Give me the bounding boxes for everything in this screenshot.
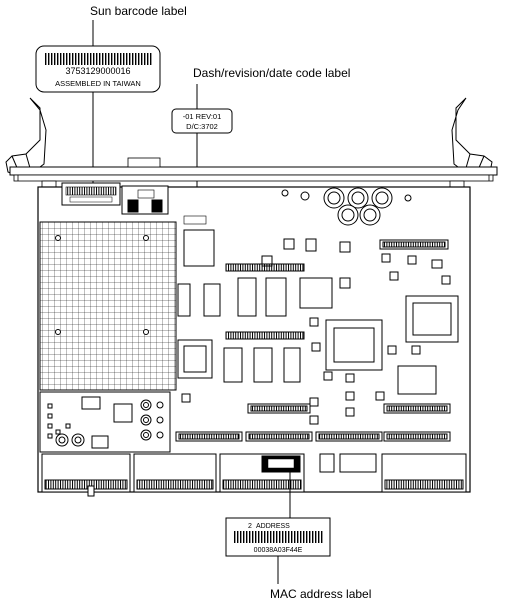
- sun-barcode-label: 3753129000016 ASSEMBLED IN TAIWAN: [35, 45, 161, 93]
- mac-label-heading: ADDRESS: [256, 523, 290, 530]
- rev-line2: D/C:3702: [186, 122, 218, 131]
- top-rail: [9, 157, 498, 188]
- heatsink-grid: [39, 221, 177, 391]
- mac-barcode-icon: [234, 531, 324, 543]
- capacitor-cluster: [281, 187, 412, 226]
- processor-chips: [177, 295, 459, 395]
- barcode-icon: [44, 53, 152, 65]
- right-ejector-handle: [451, 97, 493, 177]
- left-ejector-handle: [5, 97, 47, 177]
- mac-address-callout: MAC address label: [270, 587, 372, 601]
- front-panel-connectors: [61, 182, 207, 225]
- sun-barcode-callout: Sun barcode label: [90, 4, 187, 18]
- sun-label-assembled: ASSEMBLED IN TAIWAN: [55, 79, 141, 88]
- mezzanine-card: [39, 391, 171, 453]
- dash-revision-callout: Dash/revision/date code label: [193, 66, 351, 80]
- header-strips: [225, 239, 449, 340]
- rev-line1: -01 REV:01: [183, 112, 222, 121]
- backplane-connectors: [41, 453, 467, 497]
- sun-label-number: 3753129000016: [65, 66, 130, 76]
- memory-chips: [177, 277, 333, 383]
- mac-address-label: 2 ADDRESS 00038A03F44E: [225, 517, 331, 557]
- small-components: [181, 229, 451, 425]
- mac-label-z: 2: [248, 523, 252, 530]
- pmc-connectors: [175, 403, 451, 442]
- rev-date-label: -01 REV:01 D/C:3702: [171, 108, 233, 134]
- mac-label-code: 00038A03F44E: [254, 547, 303, 554]
